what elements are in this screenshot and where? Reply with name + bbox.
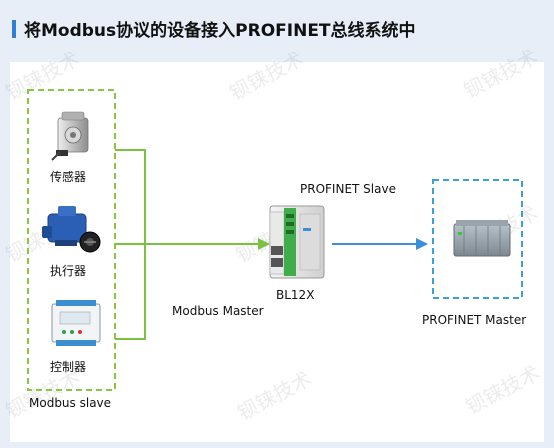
profinet-slave-label: PROFINET Slave — [300, 182, 396, 196]
sensor-label: 传感器 — [50, 170, 87, 184]
modbus-slave-label: Modbus slave — [29, 396, 112, 410]
plc-device — [453, 220, 511, 257]
modbus-master-label: Modbus Master — [172, 304, 264, 318]
actuator-label: 执行器 — [50, 264, 87, 278]
modbus-slave-group-box — [27, 89, 116, 391]
sensor-device — [51, 111, 89, 161]
modbus-arrowhead — [258, 238, 270, 250]
gateway-device — [269, 205, 325, 279]
profinet-master-box — [432, 179, 523, 299]
controller-label: 控制器 — [50, 360, 87, 374]
profinet-master-label: PROFINET Master — [422, 313, 527, 327]
actuator-device — [42, 206, 101, 253]
controller-device — [51, 300, 101, 346]
gateway-name-label: BL12X — [276, 288, 315, 302]
page-title: 将Modbus协议的设备接入PROFINET总线系统中 — [24, 21, 416, 41]
profinet-arrowhead — [416, 238, 428, 250]
header: 将Modbus协议的设备接入PROFINET总线系统中 — [0, 0, 554, 58]
header-accent-bar — [12, 20, 16, 38]
